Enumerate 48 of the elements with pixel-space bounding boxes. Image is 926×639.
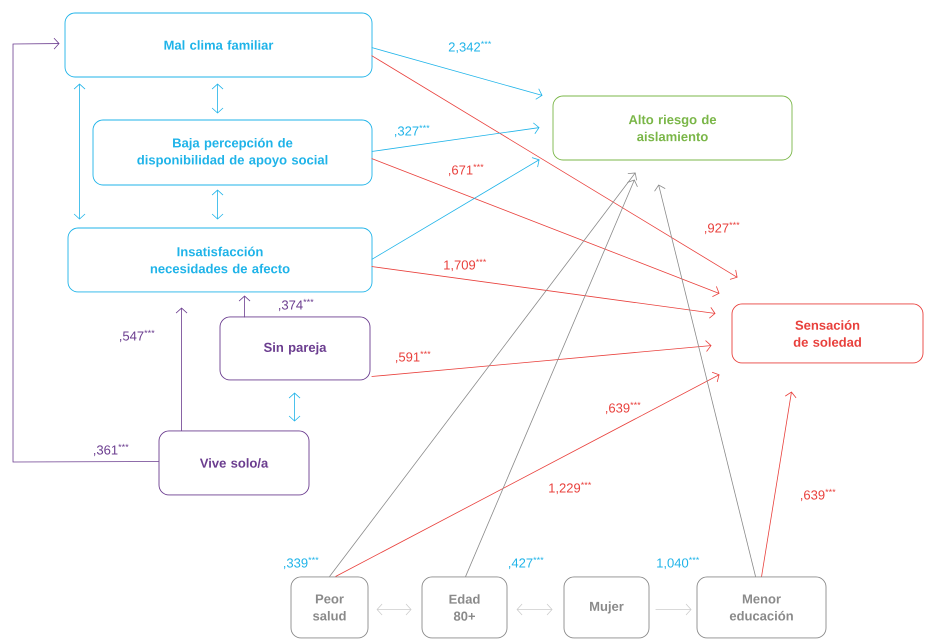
edge-label: 1,709$^{***}$ — [442, 258, 488, 272]
arrow — [371, 55, 738, 280]
edge-label: ,361$^{***}$ — [92, 442, 130, 458]
arrow — [238, 296, 250, 318]
arrow — [335, 372, 720, 577]
arrow — [371, 266, 716, 319]
double-arrow — [516, 604, 553, 616]
process-box: Alto riesgo de aislamiento — [552, 96, 792, 160]
arrow — [761, 392, 796, 577]
edge-label: ,547$^{***}$ — [118, 328, 156, 344]
process-box: Sensación de soledad — [732, 304, 924, 364]
edge-label: 1,040$^{***}$ — [655, 556, 701, 570]
arrow — [371, 158, 720, 298]
double-arrow — [288, 392, 300, 422]
arrow — [655, 604, 692, 616]
coefficient-label: 1,229$^{***}$ — [547, 480, 593, 496]
edge-label: ,327$^{***}$ — [392, 124, 432, 138]
edge-label: ,639$^{***}$ — [798, 488, 838, 502]
process-box: Peor salud — [290, 576, 368, 638]
edge-label: 2,342$^{***}$ — [447, 40, 493, 54]
edge-label: ,927$^{***}$ — [702, 220, 742, 236]
edge-label: ,639$^{***}$ — [604, 400, 642, 416]
double-arrow — [376, 604, 412, 616]
arrow — [371, 122, 540, 152]
double-arrow — [212, 190, 224, 220]
process-box: Vive solo/a — [158, 430, 310, 496]
double-arrow — [74, 84, 86, 220]
process-box: Menor educación — [696, 576, 826, 638]
arrow — [465, 180, 638, 577]
arrow — [176, 308, 188, 431]
edge-label: ,339$^{***}$ — [282, 556, 320, 570]
process-box: Mujer — [564, 576, 650, 638]
arrow — [12, 38, 159, 462]
arrow — [371, 340, 712, 377]
double-arrow — [212, 84, 224, 114]
edge-label: ,671$^{***}$ — [446, 162, 486, 178]
edge-label: ,374$^{***}$ — [276, 298, 316, 312]
process-box: Mal clima familiar — [64, 12, 372, 78]
edge-label: ,427$^{***}$ — [506, 556, 546, 570]
arrow — [371, 47, 543, 100]
arrow — [329, 172, 637, 577]
process-box: Sin pareja — [220, 316, 370, 380]
process-box: Edad 80+ — [422, 576, 508, 638]
arrow — [654, 184, 756, 577]
process-box: Insatisfacción necesidades de afecto — [68, 228, 372, 292]
process-box: Baja percepción de disponibilidad de apoyo social — [92, 120, 372, 186]
edge-label: ,591$^{***}$ — [394, 350, 432, 364]
arrow — [371, 157, 540, 260]
